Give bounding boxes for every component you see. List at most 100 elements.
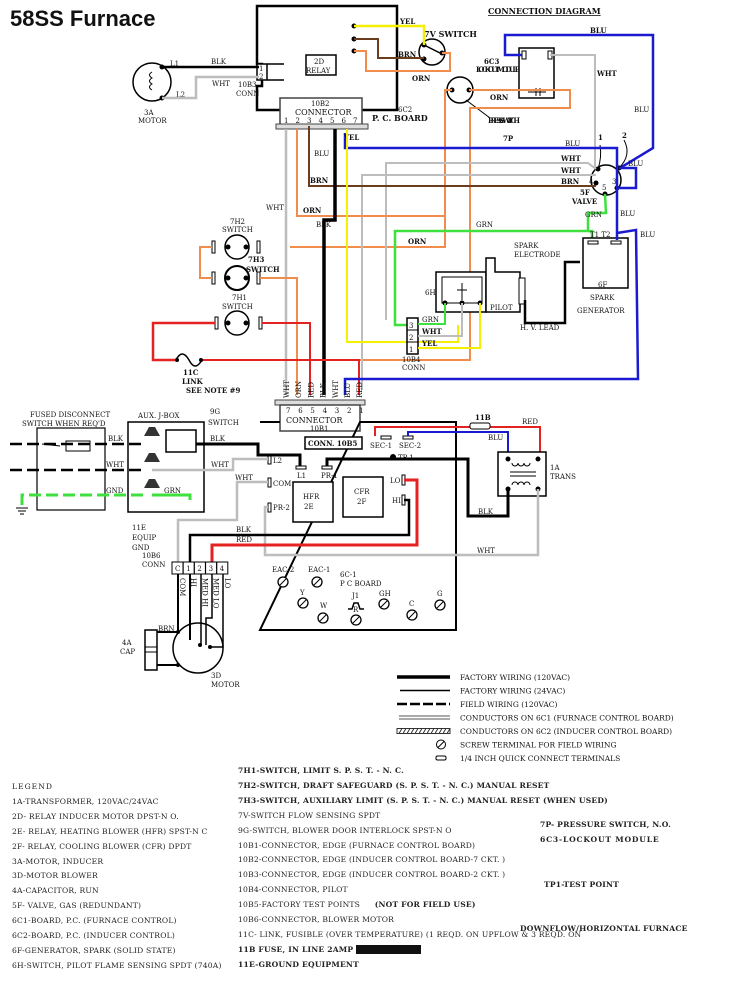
terminal-l1: L1 <box>297 472 306 480</box>
board-6c1-name: P C BOARD <box>340 580 382 588</box>
lockout-6c3-name: LOCKOUT MODULE <box>476 65 520 74</box>
wire-wht-lockout <box>550 54 596 172</box>
conn-10b3-pin-2: 2 <box>259 73 263 81</box>
wire-label: BLK <box>211 58 227 66</box>
conn-10b2-pin: 3 <box>307 117 311 125</box>
key-quick-connect-icon <box>435 755 447 761</box>
conn-10b4-pin: 2 <box>409 334 413 342</box>
conn-10b6-name: CONN <box>142 561 165 569</box>
wire-wht-3a <box>162 75 259 100</box>
legend-item: 11E-GROUND EQUIPMENT <box>238 959 359 969</box>
terminal-hi: HI <box>392 497 401 505</box>
wire-yel-10b2 <box>346 129 459 343</box>
conn-10b6-pin: 3 <box>209 565 213 573</box>
link-11c: 11C LINK SEE NOTE #9 <box>175 353 241 395</box>
cfr-num: 2F <box>357 498 366 506</box>
legend-item: 9G-SWITCH, BLOWER DOOR INTERLOCK SPST-N … <box>238 825 452 835</box>
wire-orn-7p-2 <box>290 89 452 248</box>
screw-terminal-label: EAC-2 <box>272 566 294 574</box>
motor-3d-name: MOTOR <box>211 681 240 689</box>
valve-name: VALVE <box>571 197 597 206</box>
legend-item: 10B3-CONNECTOR, EDGE (INDUCER CONTROL BO… <box>238 870 506 880</box>
press-switch-id: 7P <box>503 134 514 143</box>
page-title: 58SS Furnace <box>10 6 156 31</box>
terminal-pr2: PR-2 <box>273 504 290 512</box>
fuse-11b-id: 11B <box>475 413 491 422</box>
wire-red-7h1-2 <box>262 322 311 395</box>
wire-wht-jbox <box>152 457 268 472</box>
link-11c-note: SEE NOTE #9 <box>186 386 241 395</box>
wire-label: ORN <box>412 74 431 83</box>
conn-10b1-pin: 2 <box>347 407 351 415</box>
key-label: 1/4 INCH QUICK CONNECT TERMINALS <box>460 754 620 763</box>
wire-label: BLK <box>108 435 124 443</box>
motor-3a-name: MOTOR <box>138 117 167 125</box>
link-11c-id: 11C <box>183 368 199 377</box>
legend-note: (NOT FOR FIELD USE) <box>374 900 476 910</box>
key-label: FACTORY WIRING (120VAC) <box>460 673 570 682</box>
hfr-num: 2E <box>304 503 314 511</box>
switch-9g-name: SWITCH <box>208 419 239 427</box>
wire-label: BLK <box>316 221 332 229</box>
key-label: CONDUCTORS ON 6C2 (INDUCER CONTROL BOARD… <box>460 727 672 736</box>
screw-terminal-label: J1 <box>351 592 359 600</box>
conn-10b4-id: 10B4 <box>402 356 421 364</box>
wire-label: BLK <box>236 526 252 534</box>
legend-item: 3A-MOTOR, INDUCER <box>12 856 104 866</box>
screw-terminal-label: C <box>409 600 414 608</box>
wire-red-11c <box>202 359 360 395</box>
equip-gnd-id: 11E <box>132 524 146 532</box>
conn-10b6-pin: 2 <box>197 565 201 573</box>
legend-item: 7H2-SWITCH, DRAFT SAFEGUARD (S. P. S. T.… <box>238 780 550 790</box>
wire-label: BLU <box>590 26 607 35</box>
wire-blu-lockout <box>503 33 655 170</box>
switch-7h2-id: 7H2 <box>230 218 245 226</box>
link-11c-name: LINK <box>182 377 204 386</box>
wire-label: GRN <box>476 221 493 229</box>
wire-label: BRN <box>561 177 580 186</box>
wire-red-7h1 <box>151 321 215 362</box>
wire-label: WHT <box>560 166 581 175</box>
equip-gnd-sub: GND <box>132 544 150 552</box>
line-type-key: FACTORY WIRING (120VAC)FACTORY WIRING (2… <box>396 673 674 763</box>
legend-item: 7H1-SWITCH, LIMIT S. P. S. T. - N. C. <box>238 766 404 775</box>
conn-10b4-pin: 3 <box>409 322 413 330</box>
legend-item: 2E- RELAY, HEATING BLOWER (HFR) SPST-N C <box>12 826 208 836</box>
wire-brn-valve <box>308 126 596 187</box>
legend-item: 10B1-CONNECTOR, EDGE (FURNACE CONTROL BO… <box>238 840 476 850</box>
wire-label: ORN <box>408 237 427 246</box>
conn-10b4-name: CONN <box>402 364 425 372</box>
legend-item: 2F- RELAY, COOLING BLOWER (CFR) DPDT <box>12 841 192 851</box>
legend-item: 6F-GENERATOR, SPARK (SOLID STATE) <box>12 945 176 955</box>
conn-10b6-pin: 4 <box>220 565 225 573</box>
conn-10b4-pin: 1 <box>409 346 413 354</box>
legend-item: 6C2-BOARD, P.C. (INDUCER CONTROL) <box>12 931 176 941</box>
wire-blk-9g <box>196 442 302 466</box>
conn-10b6-id: 10B6 <box>142 552 161 560</box>
switch-7h2: 7H2 SWITCH <box>211 218 261 260</box>
switch-7h1-id: 7H1 <box>232 294 247 302</box>
wire-wht-valve-1 <box>385 162 597 320</box>
spark-gen-terminals: T1 T2 <box>590 231 610 239</box>
wire-label: RED <box>522 418 538 426</box>
spark-generator-6f: T1 T2 6F SPARK GENERATOR <box>577 231 629 315</box>
lockout-6c3-id: 6C3 <box>484 57 499 66</box>
switch-7h2-name: SWITCH <box>222 226 253 234</box>
wire-blk-trans <box>325 457 510 518</box>
screw-terminal-label: GH <box>379 590 391 598</box>
hfr-label: HFR <box>303 493 320 501</box>
screw-terminal-label: R <box>353 606 359 614</box>
screw-terminal-label: EAC-1 <box>308 566 330 574</box>
wire-label: WHT <box>421 327 442 336</box>
wire-label: WHT <box>106 461 124 469</box>
conn-10b3: 1 2 10B3 CONN <box>236 63 284 98</box>
wire-label: YEL <box>343 133 359 142</box>
wire-label: ORN <box>303 206 322 215</box>
wire-label: WHT <box>211 461 229 469</box>
fuse-11b <box>469 422 491 430</box>
motor-3d-wire: BRN <box>158 625 175 633</box>
wire-orn-7p <box>360 89 571 361</box>
